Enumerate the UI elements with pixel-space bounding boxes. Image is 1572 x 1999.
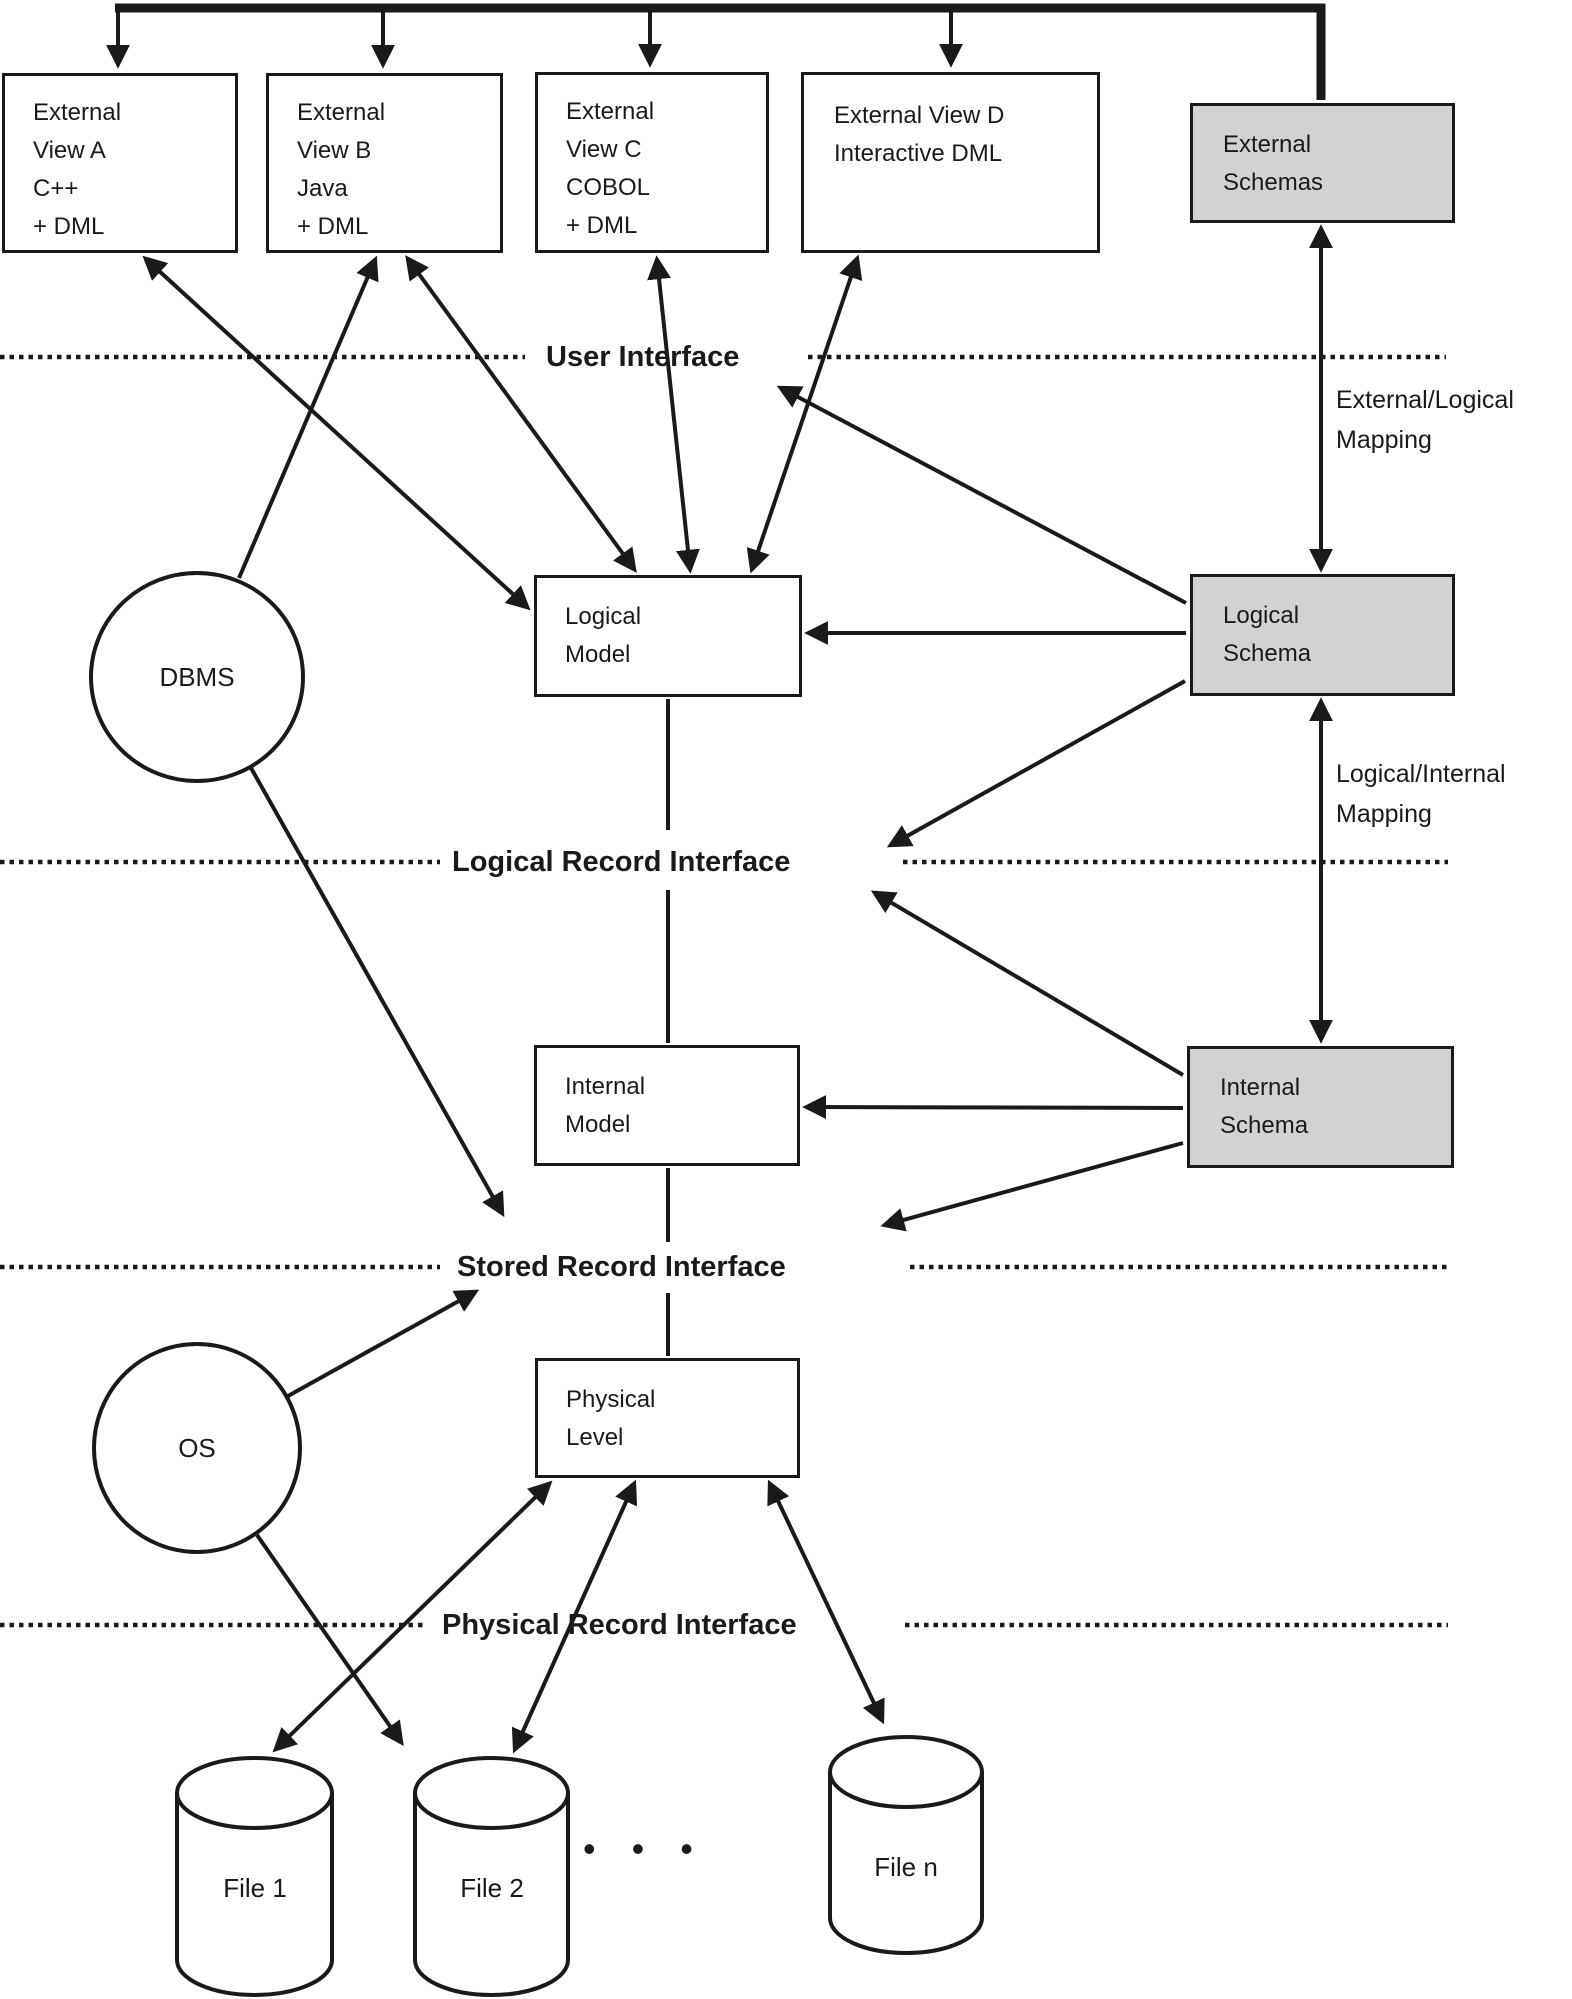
arrow-internal-schema-to-stored-record-interface [880,1141,1184,1232]
external-schemas-box: External Schemas [1190,103,1455,223]
logical-schema-box: Logical Schema [1190,574,1455,696]
mapping-label-line: Mapping [1336,800,1432,828]
top-users-connector-line [115,3,1326,100]
file-1-cylinder [175,1756,334,1997]
logical-model-box: Logical Model [534,575,802,697]
physical-level-box: Physical Level [535,1358,800,1478]
box-label-line: Schema [1220,1112,1309,1139]
stored-record-interface-label: Stored Record Interface [457,1251,786,1283]
external-view-c-box: External View C COBOL + DML [535,72,769,253]
line-os-to-stored-record-interface [287,1289,480,1398]
logical-internal-mapping-label: Logical/Internal Mapping [1336,754,1506,834]
box-label-line: Physical [566,1386,656,1413]
file-2-cylinder [413,1756,570,1997]
dbms-label: DBMS [159,662,235,692]
box-label-line: + DML [297,213,369,240]
box-label-line: Schema [1223,640,1312,667]
os-oval [92,1342,302,1554]
box-label-line: Logical [1223,602,1300,629]
line-view-b-logical-model [405,255,637,573]
line-view-c-logical-model [647,255,700,574]
internal-schema-box: Internal Schema [1187,1046,1454,1168]
line-physical-level-file-1 [272,1480,553,1753]
box-label-line: COBOL [566,174,651,201]
physical-record-interface-label: Physical Record Interface [442,1609,797,1641]
arrow-internal-schema-to-internal-model [802,1095,1184,1120]
file-2-label: File 2 [460,1873,524,1903]
line-view-d-logical-model [746,254,863,574]
arrow-logical-schema-to-logical-record-interface [886,679,1186,848]
line-dbms-to-user-interface [237,255,379,579]
file-n-label: File n [874,1852,938,1882]
box-label-line: Interactive DML [834,140,1003,167]
box-label-line: Logical [565,603,642,630]
external-view-d-box: External View D Interactive DML [801,72,1100,253]
box-label-line: Internal [565,1073,646,1100]
mapping-label-line: External/Logical [1336,386,1514,414]
box-label-line: Model [565,1111,631,1138]
mapping-label-line: Mapping [1336,426,1432,454]
dbms-oval [89,571,305,783]
line-os-to-file-2 [255,1533,404,1746]
box-label-line: View A [33,137,106,164]
logical-record-interface-label: Logical Record Interface [452,846,791,878]
internal-model-box: Internal Model [534,1045,800,1166]
line-physical-level-file-n [767,1479,885,1725]
box-label-line: External [1223,131,1312,158]
box-label-line: External [297,99,386,126]
box-label-line: + DML [33,213,105,240]
line-view-a-logical-model [142,255,531,611]
file-n-cylinder [828,1735,984,1955]
arrow-logical-schema-to-user-interface [776,385,1187,605]
file-1-label: File 1 [223,1873,287,1903]
box-label-line: External View D [834,102,1005,129]
box-label-line: Internal [1220,1074,1301,1101]
box-label-line: External [566,98,655,125]
user-interface-label: User Interface [546,341,740,373]
line-dbms-to-stored-record-interface [249,767,505,1218]
line-physical-level-file-2 [511,1479,638,1754]
box-label-line: View B [297,137,372,164]
box-label-line: External [33,99,122,126]
box-label-line: Java [297,175,348,202]
box-label-line: + DML [566,212,638,239]
box-label-line: C++ [33,175,79,202]
files-ellipsis: • • • [583,1828,695,1869]
arrow-internal-schema-to-logical-record-interface [870,890,1185,1077]
box-label-line: Schemas [1223,169,1324,196]
external-logical-mapping-label: External/Logical Mapping [1336,380,1514,460]
mapping-label-line: Logical/Internal [1336,760,1506,788]
external-view-a-box: External View A C++ + DML [2,73,238,253]
os-label: OS [178,1433,216,1463]
box-label-line: Level [566,1424,624,1451]
box-label-line: View C [566,136,642,163]
external-view-b-box: External View B Java + DML [266,73,503,253]
box-label-line: Model [565,641,631,668]
